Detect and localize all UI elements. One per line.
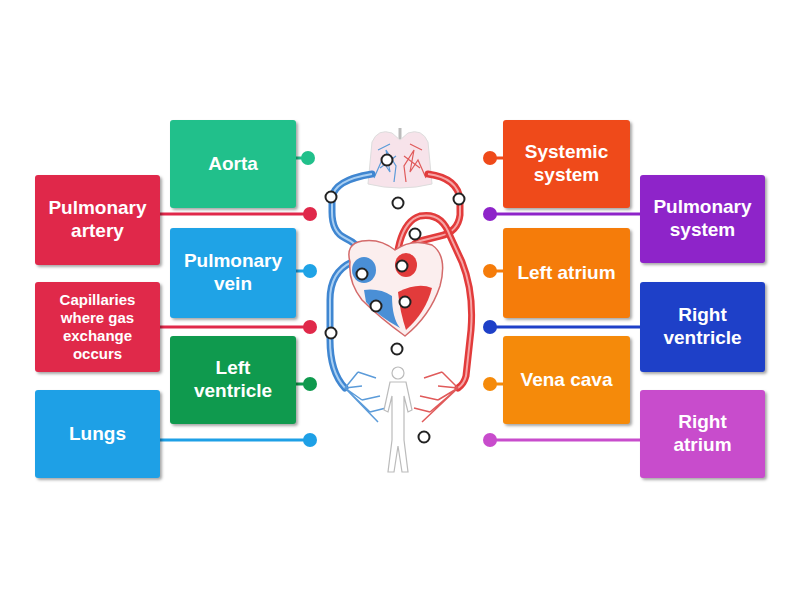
label-box: Lungs [35, 390, 160, 478]
label-box: Pulmonary system [640, 175, 765, 263]
right-ventricle-chamber [364, 290, 400, 328]
label-text: Right atrium [648, 411, 757, 457]
hotspot-marker [357, 269, 368, 280]
leader-dot [483, 151, 497, 165]
hotspot-marker [454, 194, 465, 205]
label-text: Pulmonary vein [178, 250, 288, 296]
label-text: Capillaries where gas exchange occurs [43, 291, 152, 363]
hotspot-marker [393, 198, 404, 209]
leader-line [160, 439, 310, 442]
hotspot-marker [371, 301, 382, 312]
hotspot-marker [419, 432, 430, 443]
label-text: Lungs [69, 423, 126, 446]
hotspot-marker [397, 261, 408, 272]
leader-dot [483, 264, 497, 278]
right-atrium-chamber [352, 257, 376, 283]
hotspot-marker [382, 155, 393, 166]
hotspot-marker [326, 192, 337, 203]
left-atrium-chamber [395, 253, 417, 277]
vessel-highlight [330, 262, 352, 388]
body-capillaries [414, 372, 458, 422]
hotspot-marker [410, 229, 421, 240]
label-text: Right ventricle [648, 304, 757, 350]
label-box: Pulmonary artery [35, 175, 160, 265]
label-box: Pulmonary vein [170, 228, 296, 318]
label-box: Capillaries where gas exchange occurs [35, 282, 160, 372]
label-text: Vena cava [521, 369, 613, 392]
leader-dot [303, 377, 317, 391]
label-text: Left ventricle [178, 357, 288, 403]
lung-capillaries [404, 144, 426, 182]
leader-dot [483, 320, 497, 334]
hotspot-marker [400, 297, 411, 308]
label-box: Left atrium [503, 228, 630, 318]
label-box: Vena cava [503, 336, 630, 424]
hotspot-marker [392, 344, 403, 355]
label-text: Systemic system [511, 141, 622, 187]
body-silhouette [384, 382, 412, 472]
leader-line [490, 213, 640, 216]
leader-dot [303, 320, 317, 334]
leader-dot [483, 377, 497, 391]
leader-line [490, 326, 640, 329]
leader-dot [303, 433, 317, 447]
leader-dot [301, 151, 315, 165]
vena-cava-vessel [330, 262, 352, 388]
leader-line [160, 213, 310, 216]
lungs-shape [368, 132, 432, 188]
label-text: Left atrium [517, 262, 615, 285]
leader-line [160, 326, 310, 329]
leader-dot [303, 264, 317, 278]
lung-capillaries [374, 144, 396, 182]
label-box: Left ventricle [170, 336, 296, 424]
leader-dot [483, 207, 497, 221]
label-box: Systemic system [503, 120, 630, 208]
leader-line [490, 439, 640, 442]
label-text: Pulmonary artery [43, 197, 152, 243]
heart-outline [349, 240, 443, 336]
left-ventricle-chamber [398, 286, 432, 330]
label-box: Right atrium [640, 390, 765, 478]
leader-dot [303, 207, 317, 221]
body-capillaries [345, 372, 386, 422]
label-text: Pulmonary system [648, 196, 757, 242]
leader-dot [483, 433, 497, 447]
label-box: Right ventricle [640, 282, 765, 372]
hotspot-marker [326, 328, 337, 339]
label-text: Aorta [208, 153, 258, 176]
label-box: Aorta [170, 120, 296, 208]
body-head [392, 367, 404, 379]
